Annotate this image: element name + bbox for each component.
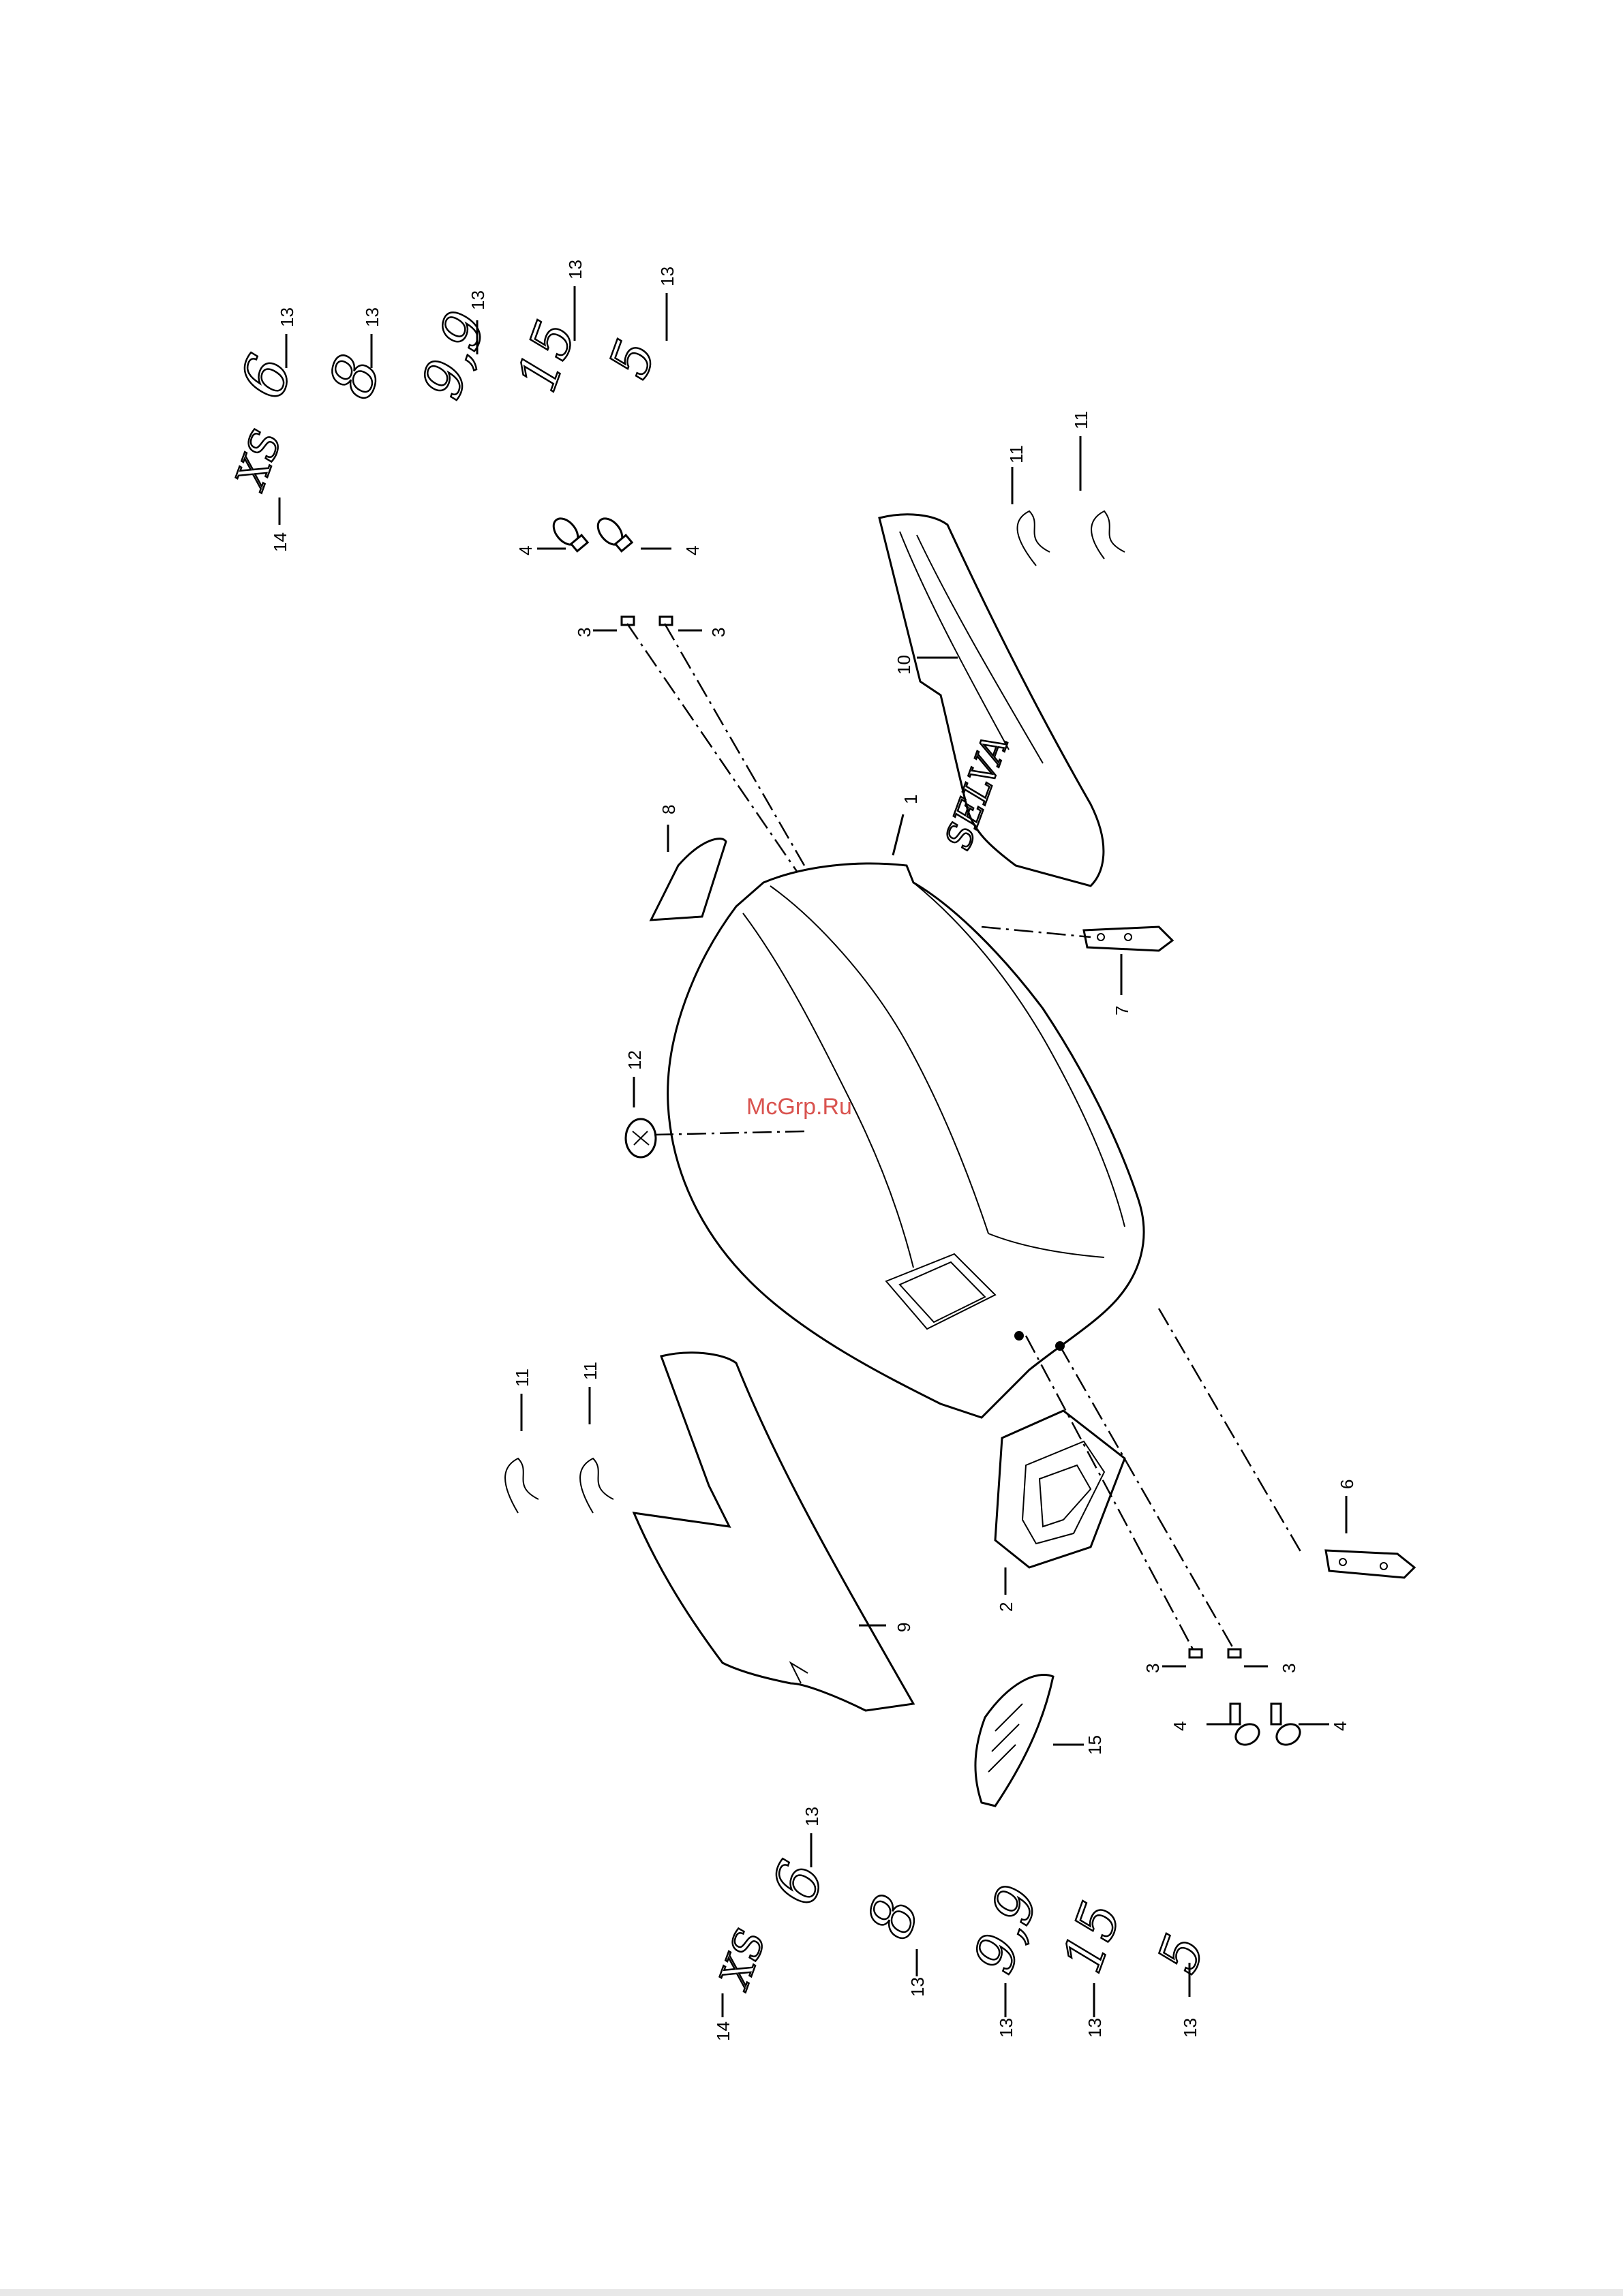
- bracket-part-7: [1084, 927, 1172, 951]
- decal-bottom-15: 15: [1050, 1894, 1133, 1980]
- callout-7: 7: [1112, 1006, 1132, 1015]
- callout-13h: 13: [996, 2018, 1016, 2038]
- callout-13i: 13: [1084, 2018, 1105, 2038]
- callout-3d: 3: [1279, 1664, 1299, 1673]
- callout-11c: 11: [512, 1368, 532, 1387]
- decal-bottom-6: 6: [758, 1852, 838, 1914]
- decals-top: 6 8 9,9 15 5 XS: [226, 303, 668, 497]
- callout-13j: 13: [1180, 2018, 1200, 2038]
- engine-cover-part-1: [668, 863, 1144, 1418]
- callout-11b: 11: [1071, 411, 1091, 429]
- callout-2: 2: [996, 1602, 1016, 1612]
- callout-13d: 13: [565, 260, 586, 279]
- emblem-part-12: [626, 1119, 656, 1157]
- callout-3b: 3: [708, 628, 729, 637]
- callout-11a: 11: [1006, 445, 1027, 463]
- callout-6: 6: [1337, 1480, 1357, 1489]
- callout-11d: 11: [580, 1362, 601, 1380]
- side-panel-part-10: SELVA: [879, 515, 1104, 886]
- decals-bottom: 6 8 9,9 15 5 XS: [710, 1852, 1217, 1996]
- decal-top-5: 5: [596, 332, 668, 386]
- callout-13c: 13: [468, 290, 488, 310]
- callout-4a: 4: [515, 546, 536, 555]
- callout-8: 8: [658, 805, 679, 814]
- fasteners-top: [549, 514, 672, 625]
- callout-10: 10: [894, 655, 914, 675]
- callout-12: 12: [624, 1050, 645, 1070]
- bracket-part-6: [1326, 1550, 1414, 1578]
- callout-13b: 13: [362, 307, 382, 327]
- callout-3a: 3: [574, 628, 594, 637]
- callout-15: 15: [1084, 1735, 1105, 1755]
- callout-9: 9: [894, 1623, 914, 1632]
- callout-14a: 14: [270, 532, 290, 552]
- badge-plate-part-15: [975, 1675, 1053, 1807]
- decal-bottom-xs: XS: [710, 1923, 776, 1995]
- callout-13a: 13: [277, 307, 297, 327]
- watermark: McGrp.Ru: [746, 1094, 852, 1120]
- callout-4d: 4: [1330, 1721, 1350, 1731]
- callout-3c: 3: [1142, 1664, 1163, 1673]
- decal-bottom-8: 8: [853, 1886, 934, 1948]
- decal-top-6: 6: [226, 346, 307, 408]
- callout-13g: 13: [907, 1977, 928, 1997]
- decal-top-xs: XS: [226, 424, 292, 496]
- pad-part-8: [651, 839, 726, 920]
- callout-1: 1: [900, 795, 921, 804]
- decal-bottom-5: 5: [1145, 1927, 1217, 1981]
- decal-top-99: 9,9: [409, 303, 498, 406]
- decal-bottom-99: 9,9: [961, 1878, 1050, 1980]
- callout-4c: 4: [1170, 1721, 1190, 1731]
- callout-13e: 13: [657, 266, 678, 286]
- bottom-border: [0, 2289, 1623, 2296]
- decal-top-8: 8: [315, 346, 395, 408]
- callout-4b: 4: [682, 546, 703, 555]
- callout-14b: 14: [713, 2021, 733, 2041]
- air-intake-part-2: [995, 1411, 1125, 1567]
- side-panel-part-9: [634, 1353, 913, 1711]
- callout-13f: 13: [802, 1807, 822, 1826]
